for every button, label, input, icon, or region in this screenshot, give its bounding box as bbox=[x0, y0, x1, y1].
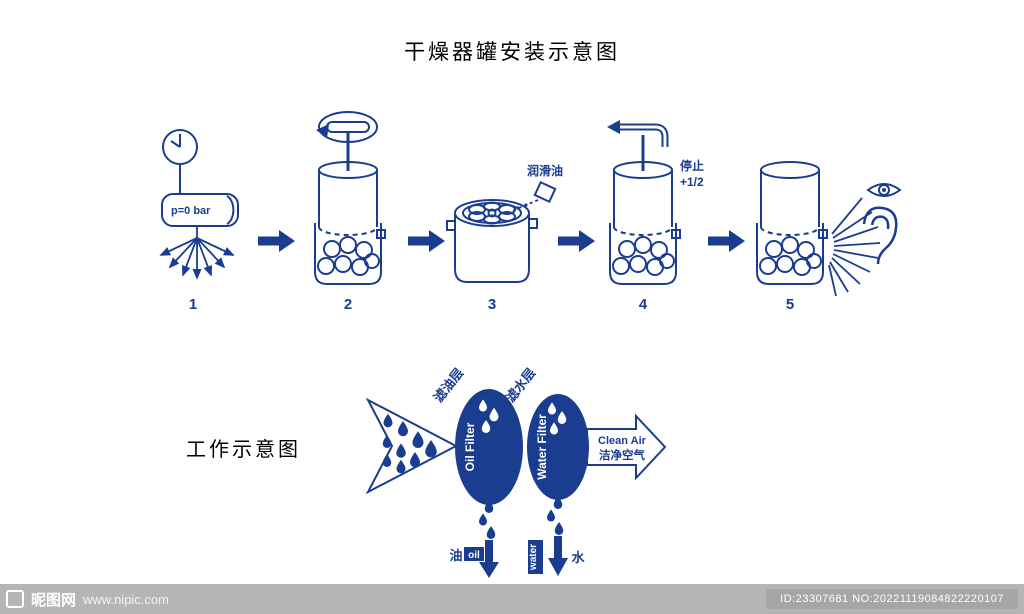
oil-label-en: oil bbox=[468, 550, 480, 561]
oil-layer-label: 滤油层 bbox=[431, 365, 467, 405]
dryer-canister bbox=[756, 161, 828, 285]
watermark-bar: 昵图网 www.nipic.com ID:23307681 NO:2022111… bbox=[0, 584, 1024, 614]
water-filter-oval bbox=[527, 394, 589, 500]
arrow-right-icon bbox=[558, 230, 595, 252]
eye-icon bbox=[866, 183, 902, 197]
oil-label-box bbox=[464, 547, 484, 561]
rotation-arrowhead-icon bbox=[316, 124, 329, 138]
water-layer-label: 滤水层 bbox=[503, 365, 539, 405]
site-url: www.nipic.com bbox=[83, 591, 169, 607]
arrow-right-icon bbox=[258, 230, 295, 252]
rotation-arrowhead-icon bbox=[607, 120, 620, 134]
leak-spray bbox=[828, 197, 881, 297]
working-principle: Oil Filter Water Filter 滤油层 滤水层 Clean Ai… bbox=[365, 365, 667, 578]
oil-label-cn: 油 bbox=[449, 548, 462, 563]
arrow-right-icon bbox=[408, 230, 445, 252]
site-name: 昵图网 bbox=[31, 591, 77, 609]
image-id-badge: ID:23307681 NO:20221119084822220107 bbox=[766, 589, 1018, 609]
oil-filter-oval bbox=[455, 389, 523, 505]
clean-air-label-cn: 洁净空气 bbox=[599, 448, 645, 462]
nipic-logo-icon bbox=[6, 590, 24, 608]
oil-drain-arrow bbox=[479, 540, 499, 578]
page-title: 干燥器罐安装示意图 bbox=[404, 40, 620, 64]
water-label-box bbox=[528, 540, 543, 574]
gauge-label: p=0 bar bbox=[171, 205, 211, 217]
lubricant-label: 润滑油 bbox=[527, 163, 563, 178]
dryer-canister bbox=[609, 161, 681, 285]
step-5-leak-check bbox=[756, 161, 902, 297]
step-number-1: 1 bbox=[189, 296, 197, 313]
oil-filter-label: Oil Filter bbox=[463, 422, 477, 471]
work-section-title: 工作示意图 bbox=[186, 439, 301, 461]
step-1-pressure-gauge bbox=[161, 129, 239, 227]
open-canister-base bbox=[446, 199, 538, 283]
step-number-2: 2 bbox=[344, 296, 352, 313]
step-number-4: 4 bbox=[639, 296, 648, 313]
water-filter-label: Water Filter bbox=[535, 414, 549, 480]
water-drain-drops bbox=[547, 496, 564, 535]
oil-drain-drops bbox=[479, 500, 496, 539]
wet-air-inlet-arrow bbox=[365, 397, 459, 495]
step-numbers: 1 2 3 4 5 bbox=[189, 296, 794, 313]
water-label-en: water bbox=[528, 544, 539, 571]
installation-diagram: p=0 bar bbox=[159, 111, 902, 578]
dryer-canister bbox=[314, 161, 386, 285]
water-label-cn: 水 bbox=[571, 550, 585, 565]
step-number-5: 5 bbox=[786, 296, 794, 313]
site-branding: 昵图网 www.nipic.com bbox=[6, 589, 169, 610]
oil-container-icon bbox=[533, 180, 557, 204]
step-number-3: 3 bbox=[488, 296, 496, 313]
step-3-lubricate: 润滑油 bbox=[446, 163, 563, 283]
arrow-right-icon bbox=[708, 230, 745, 252]
step-2-unscrew bbox=[314, 111, 386, 285]
stop-label-line1: 停止 bbox=[680, 158, 704, 173]
stop-wrench-icon bbox=[607, 120, 669, 171]
step-4-tighten: 停止 +1/2 bbox=[607, 120, 704, 285]
water-drain-arrow bbox=[548, 536, 568, 576]
clean-air-label-en: Clean Air bbox=[598, 435, 647, 447]
air-release-spray bbox=[159, 226, 235, 280]
wrench-icon bbox=[316, 111, 378, 171]
stop-label-line2: +1/2 bbox=[680, 175, 704, 189]
ear-icon bbox=[862, 206, 898, 265]
clean-air-arrow bbox=[586, 413, 667, 481]
air-tank bbox=[161, 193, 239, 227]
